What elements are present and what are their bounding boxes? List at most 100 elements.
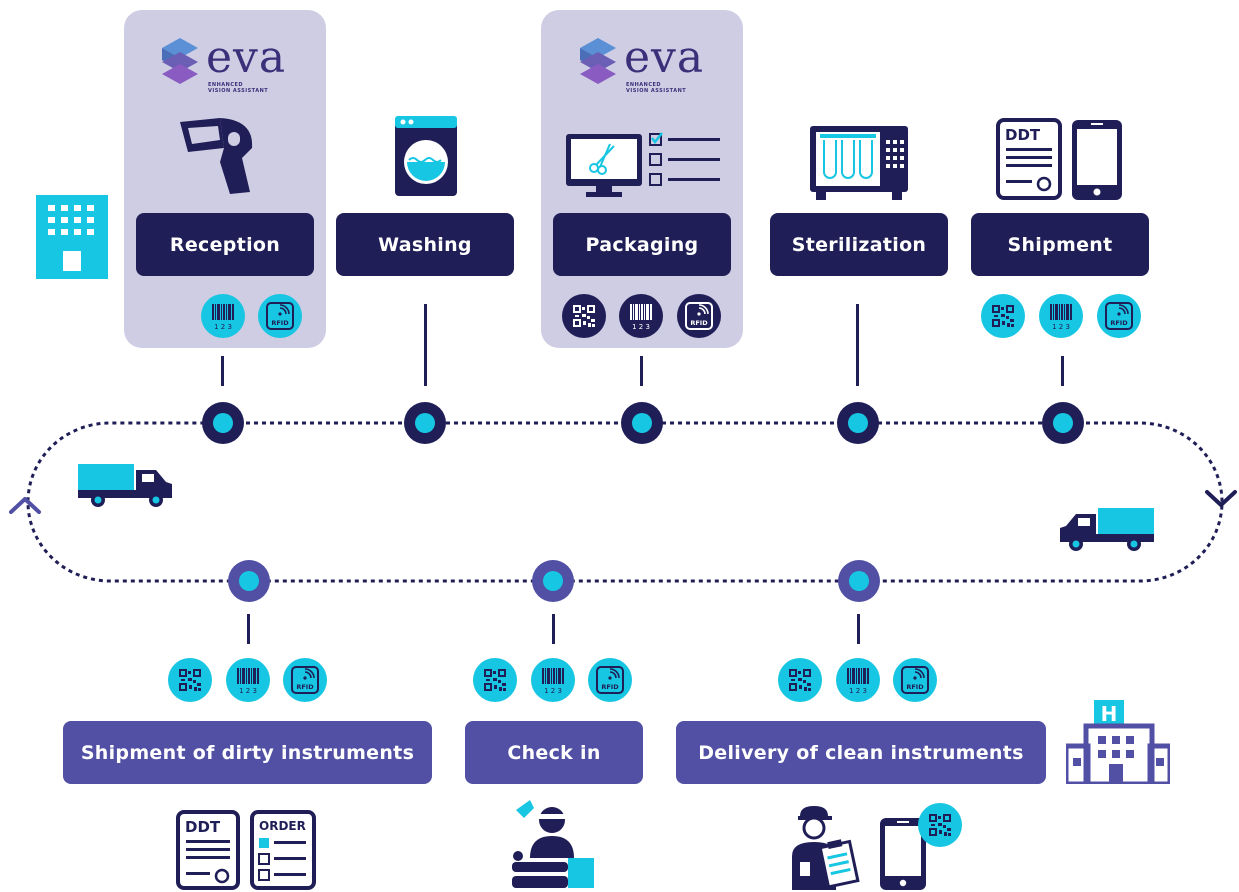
ddt-document-icon: DDT — [176, 810, 240, 890]
order-document-icon: ORDER — [250, 810, 316, 890]
smartphone-icon — [880, 818, 926, 890]
connector-line — [221, 356, 224, 386]
rfid-badge: RFID — [258, 294, 302, 338]
qr-code-icon — [992, 305, 1014, 327]
stage-shipment[interactable]: Shipment — [971, 213, 1149, 276]
node-shipment[interactable] — [1042, 402, 1084, 444]
qr-badge — [562, 294, 606, 338]
stage-check-in[interactable]: Check in — [465, 721, 643, 784]
qr-code-icon — [929, 814, 951, 836]
connector-line — [424, 304, 427, 386]
eva-mark-icon — [580, 38, 616, 84]
connector-line — [552, 614, 555, 644]
eva-logo: eva ENHANCED VISION ASSISTANT — [578, 32, 718, 100]
building-icon — [36, 195, 108, 279]
qr-code-icon — [179, 669, 201, 691]
ddt-document-icon: DDT — [996, 118, 1062, 200]
chevron-down-icon — [1205, 490, 1237, 507]
svg-text:1 2 3: 1 2 3 — [1052, 323, 1070, 331]
stage-reception[interactable]: Reception — [136, 213, 314, 276]
rfid-tag-icon: RFID — [596, 666, 624, 694]
sterilizer-icon — [810, 126, 908, 200]
rfid-badge: RFID — [588, 658, 632, 702]
connector-line — [247, 614, 250, 644]
eva-logo: eva ENHANCED VISION ASSISTANT — [160, 32, 300, 100]
svg-text:H: H — [1101, 702, 1118, 726]
svg-text:RFID: RFID — [601, 683, 619, 691]
rfid-tag-icon: RFID — [685, 302, 713, 330]
stage-packaging[interactable]: Packaging — [553, 213, 731, 276]
stage-sterilization[interactable]: Sterilization — [770, 213, 948, 276]
eva-panel-reception — [124, 10, 326, 348]
hospital-icon: H — [1066, 700, 1170, 784]
rfid-badge: RFID — [893, 658, 937, 702]
truck-icon — [78, 464, 172, 507]
stage-shipment-dirty[interactable]: Shipment of dirty instruments — [63, 721, 432, 784]
node-sterilization[interactable] — [837, 402, 879, 444]
rfid-tag-icon: RFID — [266, 302, 294, 330]
barcode-badge: 1 2 3 — [201, 294, 245, 338]
barcode-icon: 1 2 3 — [212, 304, 234, 331]
monitor-checklist-icon — [566, 132, 720, 197]
eva-wordmark: eva — [624, 32, 705, 83]
svg-text:DDT: DDT — [1005, 126, 1041, 144]
rfid-tag-icon: RFID — [901, 666, 929, 694]
svg-text:RFID: RFID — [1110, 319, 1128, 327]
barcode-badge: 1 2 3 — [531, 658, 575, 702]
rfid-tag-icon: RFID — [291, 666, 319, 694]
svg-text:RFID: RFID — [690, 319, 708, 327]
svg-text:RFID: RFID — [906, 683, 924, 691]
barcode-icon: 1 2 3 — [542, 668, 564, 695]
qr-badge — [918, 803, 962, 847]
connector-line — [640, 356, 643, 386]
stage-delivery-clean[interactable]: Delivery of clean instruments — [676, 721, 1046, 784]
qr-code-icon — [484, 669, 506, 691]
svg-text:RFID: RFID — [271, 319, 289, 327]
qr-badge — [473, 658, 517, 702]
barcode-badge: 1 2 3 — [226, 658, 270, 702]
qr-badge — [981, 294, 1025, 338]
barcode-badge: 1 2 3 — [1039, 294, 1083, 338]
node-shipment-dirty[interactable] — [228, 560, 270, 602]
eva-tagline: ENHANCED VISION ASSISTANT — [626, 82, 687, 94]
operator-icon — [512, 800, 594, 888]
qr-code-icon — [573, 305, 595, 327]
barcode-badge: 1 2 3 — [836, 658, 880, 702]
delivery-person-icon — [792, 806, 860, 890]
node-check-in[interactable] — [532, 560, 574, 602]
barcode-icon: 1 2 3 — [237, 668, 259, 695]
rfid-badge: RFID — [1097, 294, 1141, 338]
svg-text:1 2 3: 1 2 3 — [239, 687, 257, 695]
qr-badge — [168, 658, 212, 702]
eva-mark-icon — [162, 38, 198, 84]
eva-wordmark: eva — [206, 32, 287, 83]
washing-machine-icon — [395, 116, 457, 196]
rfid-badge: RFID — [677, 294, 721, 338]
node-washing[interactable] — [404, 402, 446, 444]
barcode-icon: 1 2 3 — [1050, 304, 1072, 331]
barcode-badge: 1 2 3 — [619, 294, 663, 338]
qr-badge — [778, 658, 822, 702]
connector-line — [1061, 356, 1064, 386]
svg-text:1 2 3: 1 2 3 — [544, 687, 562, 695]
eva-tagline: ENHANCED VISION ASSISTANT — [208, 82, 269, 94]
svg-text:1 2 3: 1 2 3 — [849, 687, 867, 695]
stage-washing[interactable]: Washing — [336, 213, 514, 276]
connector-line — [856, 304, 859, 386]
svg-text:RFID: RFID — [296, 683, 314, 691]
svg-text:1 2 3: 1 2 3 — [632, 323, 650, 331]
barcode-icon: 1 2 3 — [847, 668, 869, 695]
node-packaging[interactable] — [621, 402, 663, 444]
node-delivery-clean[interactable] — [838, 560, 880, 602]
svg-text:ORDER: ORDER — [259, 819, 306, 833]
rfid-tag-icon: RFID — [1105, 302, 1133, 330]
barcode-scanner-icon — [180, 118, 253, 194]
rfid-badge: RFID — [283, 658, 327, 702]
svg-text:1 2 3: 1 2 3 — [214, 323, 232, 331]
node-reception[interactable] — [202, 402, 244, 444]
chevron-up-icon — [9, 497, 41, 514]
svg-text:DDT: DDT — [185, 818, 221, 836]
smartphone-icon — [1072, 120, 1122, 200]
truck-icon — [1060, 508, 1154, 551]
qr-code-icon — [789, 669, 811, 691]
